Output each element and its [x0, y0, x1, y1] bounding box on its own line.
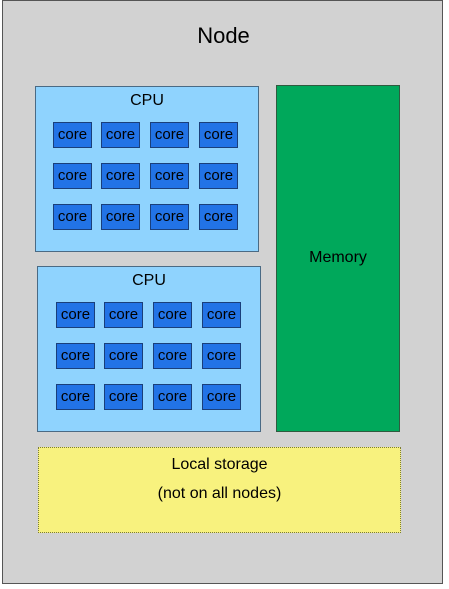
- node-title: Node: [197, 23, 250, 48]
- core: core: [153, 343, 192, 369]
- core: core: [56, 302, 95, 328]
- core: core: [101, 204, 140, 230]
- core: core: [101, 163, 140, 189]
- core: core: [56, 384, 95, 410]
- cpu-box-2: CPU core core core core core core core c…: [37, 266, 261, 432]
- cpu-box-1: CPU core core core core core core core c…: [35, 86, 259, 252]
- core: core: [104, 302, 143, 328]
- core: core: [202, 302, 241, 328]
- core: core: [150, 204, 189, 230]
- core: core: [53, 163, 92, 189]
- memory-box: Memory: [276, 85, 400, 432]
- core: core: [199, 122, 238, 148]
- core: core: [150, 163, 189, 189]
- core: core: [199, 204, 238, 230]
- cpu-label: CPU: [132, 272, 166, 289]
- memory-label: Memory: [309, 249, 367, 266]
- core: core: [202, 384, 241, 410]
- core: core: [199, 163, 238, 189]
- core: core: [104, 384, 143, 410]
- core: core: [101, 122, 140, 148]
- core: core: [56, 343, 95, 369]
- core: core: [150, 122, 189, 148]
- local-storage-label: Local storage: [171, 456, 268, 473]
- core: core: [104, 343, 143, 369]
- core: core: [53, 204, 92, 230]
- core: core: [53, 122, 92, 148]
- core: core: [153, 302, 192, 328]
- cpu-label: CPU: [130, 92, 164, 109]
- local-storage-box: Local storage (not on all nodes): [38, 447, 401, 533]
- core: core: [202, 343, 241, 369]
- local-storage-note: (not on all nodes): [157, 485, 282, 502]
- core: core: [153, 384, 192, 410]
